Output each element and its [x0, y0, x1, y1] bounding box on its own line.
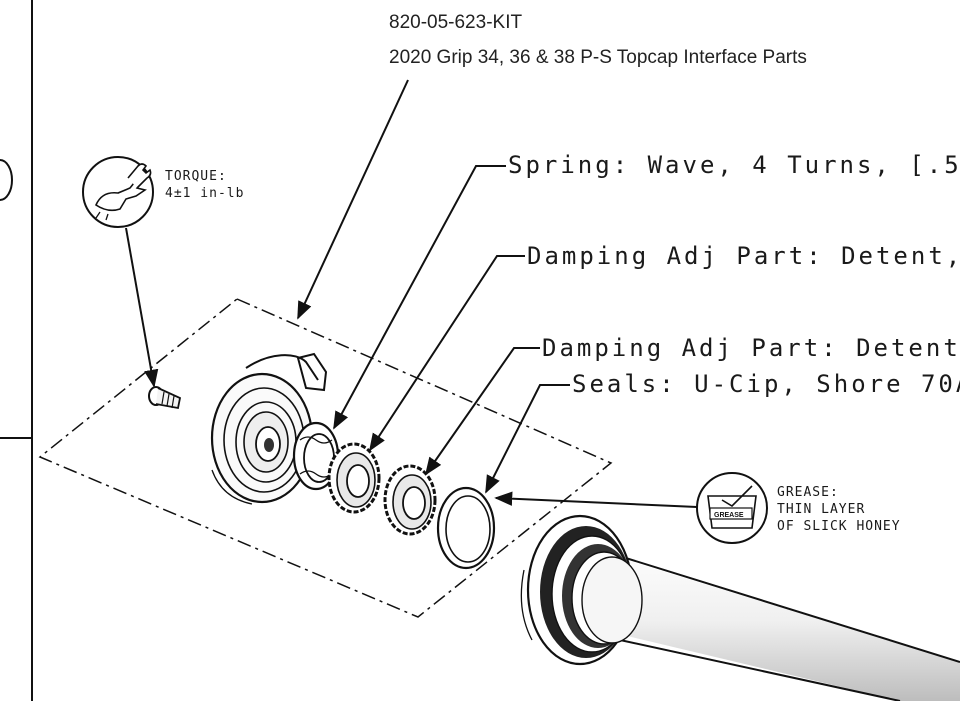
grease-note-line3: OF SLICK HONEY	[777, 519, 901, 534]
callout-detent-b-text: Damping Adj Part: Detent,	[542, 334, 960, 362]
fork-stanchion-tube	[520, 514, 960, 701]
callout-detent-b: Damping Adj Part: Detent,	[424, 334, 960, 476]
grease-tub-icon: GREASE	[707, 485, 757, 529]
torque-value: 4±1 in-lb	[165, 186, 244, 201]
topcap-lever	[210, 352, 328, 505]
callout-spring: Spring: Wave, 4 Turns, [.562	[333, 151, 960, 430]
callout-seals: Seals: U-Cip, Shore 70A,	[485, 370, 960, 494]
kit-part-number: 820-05-623-KIT	[389, 12, 522, 33]
detent-part-a	[327, 442, 381, 514]
wrench-hand-icon	[95, 163, 152, 221]
grease-tub-label: GREASE	[714, 512, 744, 519]
grease-leader	[494, 491, 698, 508]
torque-label: TORQUE:	[165, 169, 227, 184]
kit-boundary	[38, 298, 613, 618]
callout-seals-text: Seals: U-Cip, Shore 70A,	[572, 370, 960, 398]
grease-callout: GREASE GREASE: THIN LAYER OF SLICK HONEY	[494, 472, 901, 544]
kit-leader	[297, 79, 409, 320]
drawing-frame	[0, 0, 33, 701]
grease-note-line1: GREASE:	[777, 485, 839, 500]
kit-title: 2020 Grip 34, 36 & 38 P-S Topcap Interfa…	[389, 47, 807, 68]
detent-part-b	[383, 464, 437, 536]
torque-icon-group: TORQUE: 4±1 in-lb	[82, 156, 244, 388]
callout-spring-text: Spring: Wave, 4 Turns, [.562	[508, 151, 960, 179]
u-cup-seal	[436, 486, 496, 570]
torque-leader	[125, 227, 159, 388]
callout-detent-a-text: Damping Adj Part: Detent, M	[527, 242, 960, 270]
callout-detent-a: Damping Adj Part: Detent, M	[369, 242, 960, 452]
grease-note-line2: THIN LAYER	[777, 502, 865, 517]
topcap-screw	[148, 386, 182, 410]
